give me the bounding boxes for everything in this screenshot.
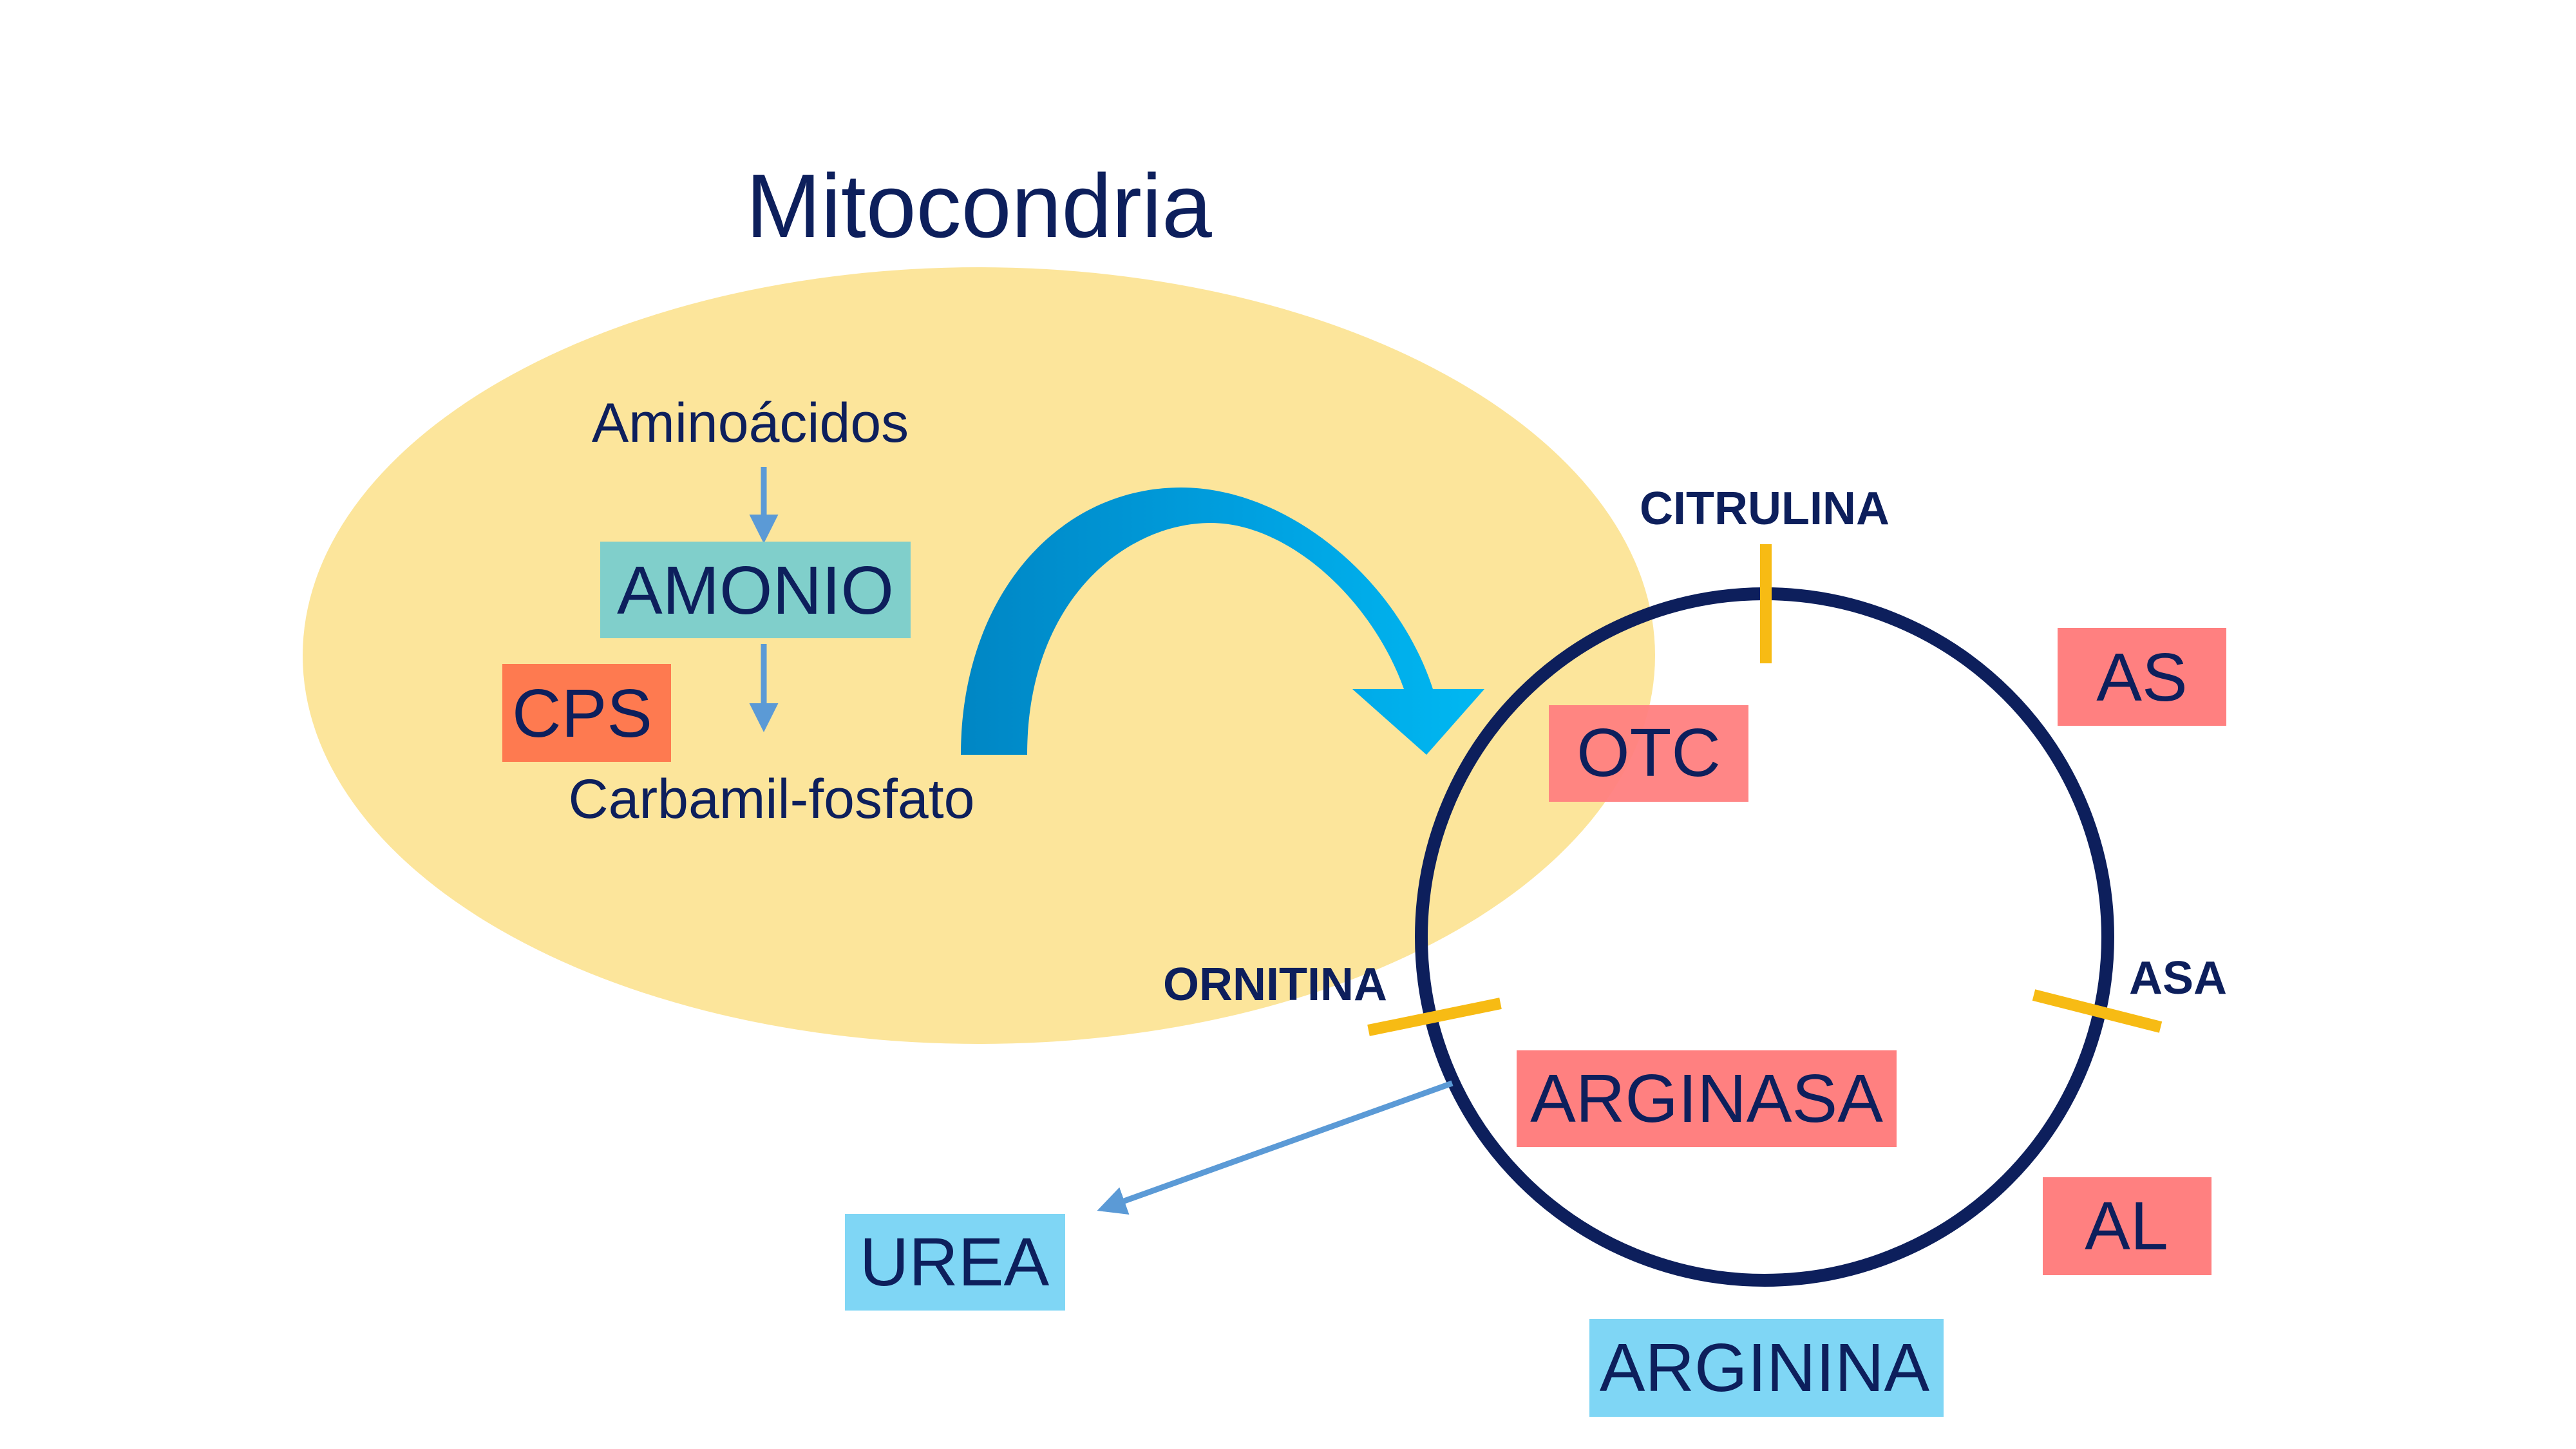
asa-label: ASA bbox=[2129, 952, 2227, 1004]
otc-box bbox=[1549, 705, 1748, 802]
mitochondria-title: Mitocondria bbox=[746, 155, 1212, 256]
ornitina-marker bbox=[1367, 998, 1502, 1036]
arginina-box bbox=[1589, 1319, 1944, 1417]
ornitina-to-urea-arrow bbox=[1097, 1080, 1454, 1215]
arginina-label: ARGININA bbox=[1600, 1330, 1930, 1406]
cps-label: CPS bbox=[512, 676, 652, 752]
amonio-label: AMONIO bbox=[617, 553, 894, 629]
otc-label: OTC bbox=[1577, 715, 1721, 791]
al-label: AL bbox=[2085, 1188, 2168, 1264]
arginasa-box bbox=[1517, 1050, 1897, 1147]
urea-box bbox=[845, 1214, 1065, 1311]
curved-transfer-arrow bbox=[961, 488, 1484, 755]
as-label: AS bbox=[2096, 639, 2187, 715]
aminoacidos-label: Aminoácidos bbox=[592, 392, 909, 454]
urea-label: UREA bbox=[860, 1224, 1050, 1300]
as-box bbox=[2058, 628, 2226, 726]
asa-marker bbox=[2032, 989, 2163, 1033]
urea-cycle-circle bbox=[1415, 587, 2114, 1287]
al-box bbox=[2043, 1177, 2211, 1275]
citrulina-label: CITRULINA bbox=[1640, 483, 1889, 535]
cps-box bbox=[502, 664, 671, 762]
ornitina-label: ORNITINA bbox=[1163, 959, 1387, 1010]
arginasa-label: ARGINASA bbox=[1530, 1061, 1883, 1137]
amonio-box bbox=[600, 542, 911, 638]
carbamil-fosfato-label: Carbamil-fosfato bbox=[569, 768, 975, 830]
